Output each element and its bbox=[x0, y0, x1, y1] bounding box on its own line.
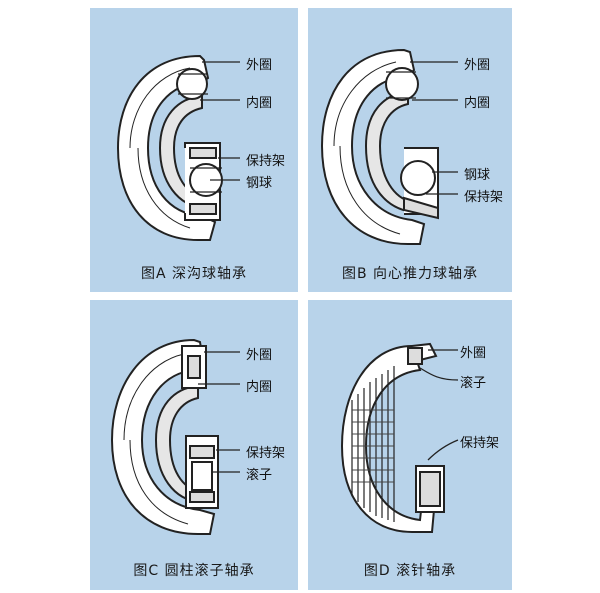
cylindrical-roller-bearing-illustration bbox=[110, 338, 240, 535]
label-ball: 钢球 bbox=[246, 176, 273, 191]
label-inner-ring: 内圈 bbox=[246, 96, 273, 111]
caption-d: 图D 滚针轴承 bbox=[363, 563, 457, 579]
label-cage: 保持架 bbox=[460, 436, 500, 451]
label-cage: 保持架 bbox=[246, 154, 286, 169]
deep-groove-ball-bearing-illustration bbox=[116, 54, 240, 241]
label-cage: 保持架 bbox=[246, 446, 286, 461]
label-roller: 滚子 bbox=[460, 376, 487, 391]
label-outer-ring: 外圈 bbox=[460, 346, 487, 361]
label-ball: 钢球 bbox=[464, 168, 491, 183]
needle-roller-bearing-illustration bbox=[340, 342, 459, 533]
label-roller: 滚子 bbox=[246, 468, 273, 483]
panel-b: 外圈 内圈 钢球 保持架 图B 向心推力球轴承 bbox=[308, 8, 512, 292]
label-inner-ring: 内圈 bbox=[246, 380, 273, 395]
label-inner-ring: 内圈 bbox=[464, 96, 491, 111]
label-outer-ring: 外圈 bbox=[246, 348, 273, 363]
caption-a: 图A 深沟球轴承 bbox=[140, 266, 248, 282]
caption-c: 图C 圆柱滚子轴承 bbox=[133, 563, 255, 579]
angular-contact-ball-bearing-illustration bbox=[320, 48, 458, 245]
panel-d: 外圈 滚子 保持架 图D 滚针轴承 bbox=[308, 300, 512, 590]
label-outer-ring: 外圈 bbox=[246, 58, 273, 73]
panel-c: 外圈 内圈 保持架 滚子 图C 圆柱滚子轴承 bbox=[90, 300, 298, 590]
label-outer-ring: 外圈 bbox=[464, 58, 491, 73]
label-cage: 保持架 bbox=[464, 190, 504, 205]
caption-b: 图B 向心推力球轴承 bbox=[341, 266, 479, 282]
panel-a: 外圈 内圈 保持架 钢球 图A 深沟球轴承 bbox=[90, 8, 298, 292]
